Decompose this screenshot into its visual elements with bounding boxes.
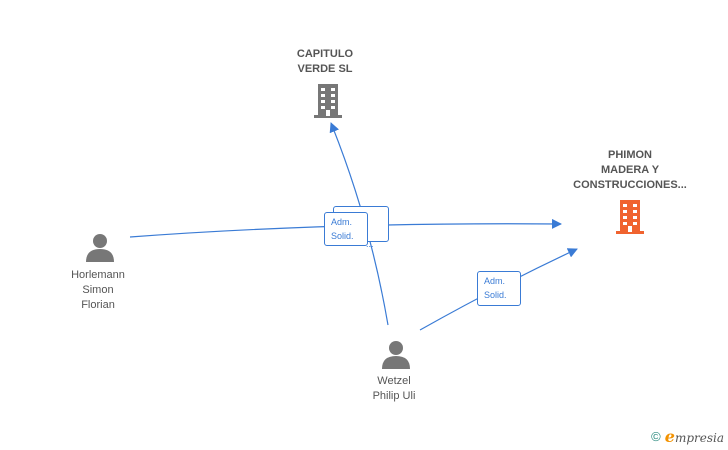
company-label-capitulo[interactable]: CAPITULO VERDE SL [296, 48, 354, 75]
edge-label-wetzel-capitulo[interactable]: Adm. Solid. [324, 212, 368, 246]
edge-label-wetzel-phimon[interactable]: Adm. Solid. [477, 271, 521, 306]
copyright-symbol: © [651, 429, 661, 444]
person-label-horlemann[interactable]: Horlemann Simon Florian [71, 269, 125, 311]
person-icon[interactable] [381, 339, 411, 369]
person-label-wetzel[interactable]: Wetzel Philip Uli [372, 375, 416, 402]
brand-logo: empresia [664, 427, 724, 446]
person-icon[interactable] [85, 232, 115, 262]
building-icon[interactable] [312, 83, 344, 119]
copyright-footer[interactable]: © empresia [651, 427, 724, 446]
edge-label-overflow: ... [366, 239, 374, 249]
building-icon[interactable] [614, 199, 646, 235]
company-label-phimon[interactable]: PHIMON MADERA Y CONSTRUCCIONES... [573, 149, 687, 191]
